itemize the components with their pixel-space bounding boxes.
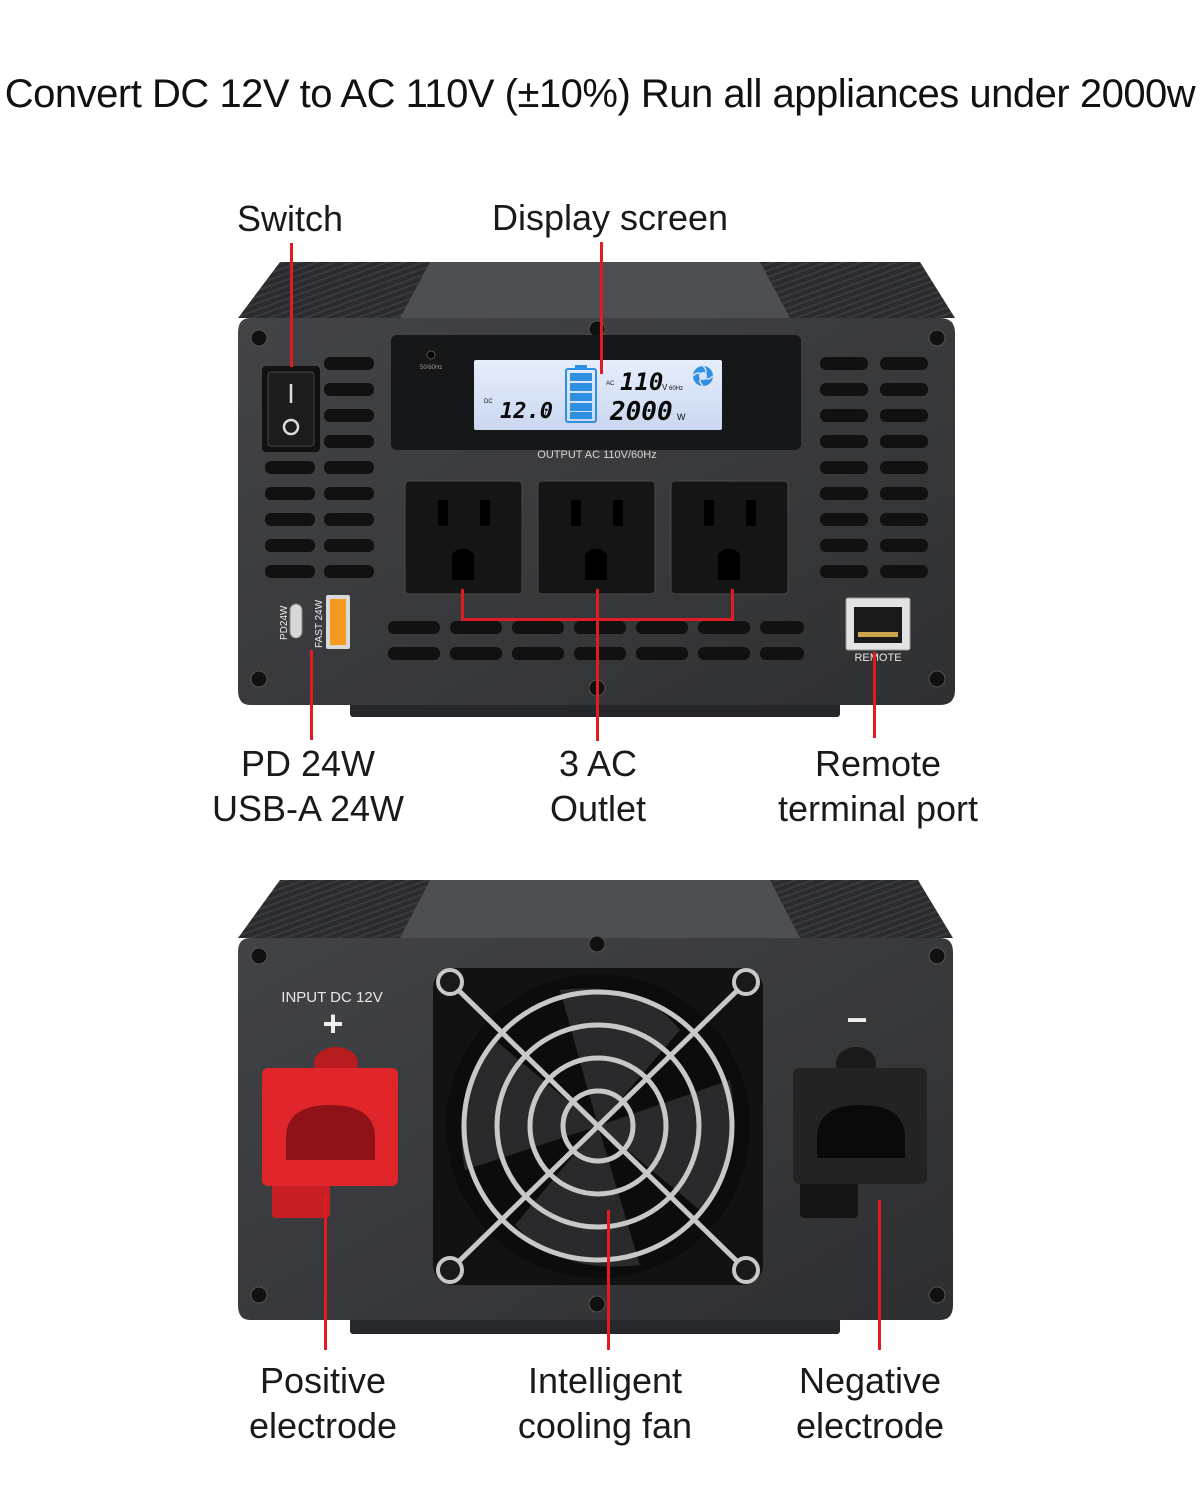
front-panel-illustration: 50/60Hz DC 12.0 V AC 110 V 60Hz 2000 W O…: [238, 262, 955, 717]
fan-pointer: [607, 1210, 610, 1350]
front-left-vents: [265, 357, 374, 578]
outlet-callout: 3 AC Outlet: [488, 741, 708, 831]
headline: Convert DC 12V to AC 110V (±10%) Run all…: [4, 72, 1196, 116]
plus-sign: +: [322, 1003, 343, 1044]
display-module: 50/60Hz DC 12.0 V AC 110 V 60Hz 2000 W: [391, 335, 801, 450]
minus-sign: −: [846, 999, 867, 1040]
usb-c-port: PD24W: [279, 603, 303, 640]
negative-pointer: [878, 1200, 881, 1350]
switch-off-mark: [282, 418, 300, 436]
negative-terminal: [793, 1047, 927, 1218]
outlet-callout-line2: Outlet: [549, 788, 647, 829]
output-rating-label: OUTPUT AC 110V/60Hz: [537, 449, 656, 461]
usb-pointer: [310, 650, 313, 740]
outlet-pointer: [596, 589, 599, 741]
positive-callout-line1: Positive: [259, 1360, 387, 1401]
lcd-power-unit: W: [677, 412, 686, 422]
display-callout: Display screen: [460, 195, 760, 240]
outlet-pointer-right: [731, 589, 734, 619]
switch-callout-text: Switch: [236, 198, 344, 239]
positive-callout-line2: electrode: [248, 1405, 398, 1446]
fan-callout: Intelligent cooling fan: [470, 1358, 740, 1448]
outlet-callout-line1: 3 AC: [558, 743, 638, 784]
switch-callout: Switch: [190, 196, 390, 241]
lcd-screen: [474, 360, 722, 430]
fan-callout-line1: Intelligent: [527, 1360, 683, 1401]
front-top-label: [400, 262, 790, 318]
cooling-fan: [433, 968, 763, 1285]
rear-screws: [250, 935, 946, 1313]
outlet-pointer-left: [461, 589, 464, 619]
usb-callout: PD 24W USB-A 24W: [178, 741, 438, 831]
positive-callout: Positive electrode: [198, 1358, 448, 1448]
lcd-power: 2000: [609, 397, 673, 427]
rear-top-shell: [238, 880, 953, 938]
lcd-dc-voltage: 12.0: [500, 399, 553, 424]
display-pointer: [600, 242, 603, 374]
lcd-dc-tag: DC: [484, 399, 493, 405]
power-switch: [262, 366, 320, 452]
usb-c-label: PD24W: [279, 605, 290, 640]
remote-callout-line2: terminal port: [777, 788, 979, 829]
usb-a-label: FAST 24W: [314, 599, 325, 648]
usb-callout-line1: PD 24W: [240, 743, 376, 784]
freq-switch-hole: [426, 350, 436, 360]
positive-terminal: [262, 1047, 398, 1218]
negative-callout-line2: electrode: [795, 1405, 945, 1446]
fan-status-icon: [692, 365, 714, 387]
front-right-vents: [820, 357, 928, 578]
display-callout-text: Display screen: [491, 197, 729, 238]
ac-outlet-1: [404, 480, 523, 595]
remote-pointer: [873, 652, 876, 738]
remote-port: REMOTE: [845, 597, 911, 664]
positive-pointer: [324, 1195, 327, 1350]
rear-face: [238, 938, 953, 1320]
usb-callout-line2: USB-A 24W: [211, 788, 405, 829]
fan-callout-line2: cooling fan: [517, 1405, 693, 1446]
remote-callout-line1: Remote: [814, 743, 942, 784]
rear-base-foot: [350, 1310, 840, 1334]
lcd-ac-voltage: 110: [620, 368, 663, 396]
lcd-ac-freq: 60Hz: [669, 386, 683, 392]
lcd-ac-unit: V: [662, 383, 668, 392]
lcd-dc-unit: V: [541, 411, 547, 420]
usb-a-port: FAST 24W: [314, 595, 350, 649]
battery-level-icon: [565, 365, 597, 423]
ac-outlet-2: [537, 480, 656, 595]
front-bottom-vents: [388, 621, 804, 660]
remote-label: REMOTE: [854, 652, 901, 664]
input-rating-label: INPUT DC 12V: [281, 989, 382, 1006]
remote-callout: Remote terminal port: [748, 741, 1008, 831]
negative-callout-line1: Negative: [798, 1360, 942, 1401]
rear-top-label: [400, 880, 800, 938]
lcd-ac-tag: AC: [606, 381, 615, 387]
switch-pointer: [290, 243, 293, 367]
ac-outlet-3: [670, 480, 789, 595]
negative-callout: Negative electrode: [740, 1358, 1000, 1448]
freq-switch-label: 50/60Hz: [420, 365, 442, 371]
front-screws: [250, 320, 946, 697]
